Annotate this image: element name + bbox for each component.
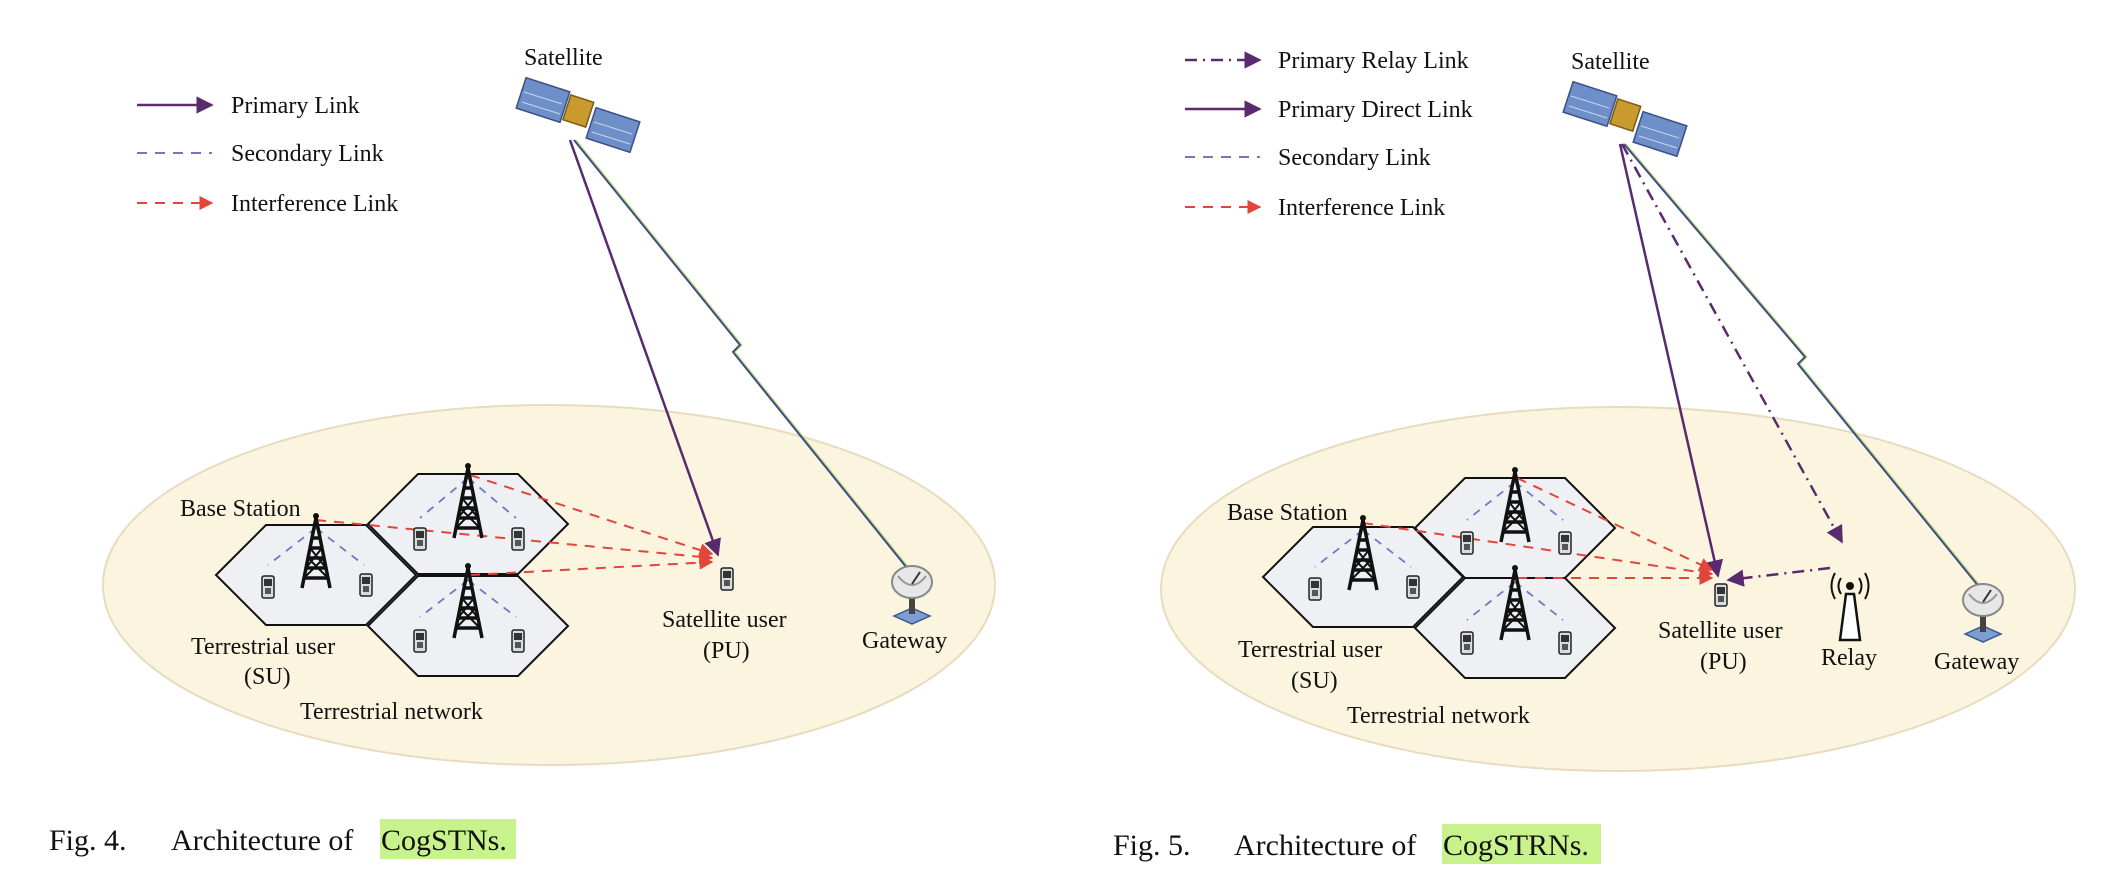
phone-icon: [1460, 631, 1474, 655]
satellite-label: Satellite: [524, 45, 603, 71]
gateway-label: Gateway: [862, 628, 947, 654]
satellite-icon: [515, 76, 641, 154]
figure-caption-prefix: Fig. 5.: [1113, 829, 1191, 862]
phone-icon: [511, 527, 525, 551]
relay-label: Relay: [1821, 645, 1877, 671]
secondary-links: [267, 477, 517, 618]
gateway-link: [573, 139, 908, 569]
legend-secondary-label: Secondary Link: [1278, 145, 1431, 171]
satellite-user-phone-icon: [720, 567, 734, 591]
terrestrial-user-abbr: (SU): [1291, 668, 1338, 694]
satellite-user-abbr: (PU): [1700, 649, 1747, 675]
legend-relay-label: Primary Relay Link: [1278, 48, 1469, 74]
legend-primary-label: Primary Link: [231, 93, 360, 119]
figure-caption-text: Architecture of: [171, 824, 353, 857]
phone-icon: [1558, 631, 1572, 655]
caption-highlight: [380, 819, 516, 859]
figure-caption-prefix: Fig. 4.: [49, 824, 127, 857]
phone-icon: [413, 527, 427, 551]
phone-icon: [261, 575, 275, 599]
terrestrial-network-label: Terrestrial network: [300, 699, 483, 725]
legend-direct-label: Primary Direct Link: [1278, 97, 1473, 123]
legend-secondary-label: Secondary Link: [231, 141, 384, 167]
figure-4: Primary Link Secondary Link Interference…: [49, 45, 996, 859]
phone-icon: [511, 629, 525, 653]
gateway-link-accent: [1625, 143, 1983, 589]
satellite-user-label: Satellite user: [1658, 618, 1783, 644]
terrestrial-user-label: Terrestrial user: [1238, 637, 1382, 663]
terrestrial-network-label: Terrestrial network: [1347, 703, 1530, 729]
caption-highlight: [1442, 824, 1601, 864]
terrestrial-user-abbr: (SU): [244, 664, 291, 690]
figure-caption-text: Architecture of: [1234, 829, 1416, 862]
satellite-user-phone-icon: [1714, 583, 1728, 607]
interference-links: [1362, 477, 1714, 585]
gateway-link: [1623, 143, 1981, 589]
phone-icon: [413, 629, 427, 653]
satellite-user-label: Satellite user: [662, 607, 787, 633]
phone-icon: [1406, 575, 1420, 599]
phone-icon: [1460, 531, 1474, 555]
primary-direct-link: [1618, 143, 1724, 578]
coverage-area: [1160, 406, 2076, 772]
satellite-label: Satellite: [1571, 49, 1650, 75]
satellite-user-abbr: (PU): [703, 638, 750, 664]
legend: Primary Relay Link Primary Direct Link S…: [1185, 48, 1473, 221]
phone-icon: [1308, 577, 1322, 601]
figure-5: Primary Relay Link Primary Direct Link S…: [1113, 48, 2076, 864]
gateway-label: Gateway: [1934, 649, 2019, 675]
base-station-label: Base Station: [1227, 500, 1348, 526]
terrestrial-user-label: Terrestrial user: [191, 634, 335, 660]
hex-cell: [214, 524, 418, 626]
phone-icon: [1558, 531, 1572, 555]
figure-caption-term: CogSTRNs.: [1443, 829, 1589, 862]
figure-caption-term: CogSTNs.: [381, 824, 507, 857]
primary-link: [568, 139, 721, 557]
gateway-link-accent: [575, 139, 910, 569]
primary-relay-link-2: [1726, 566, 1831, 587]
legend: Primary Link Secondary Link Interference…: [137, 93, 398, 217]
base-station-label: Base Station: [180, 496, 301, 522]
primary-relay-link-1: [1620, 143, 1844, 544]
legend-interference-label: Interference Link: [1278, 195, 1445, 221]
coverage-area: [102, 404, 996, 766]
phone-icon: [359, 573, 373, 597]
legend-interference-label: Interference Link: [231, 191, 398, 217]
secondary-links: [1314, 481, 1564, 621]
